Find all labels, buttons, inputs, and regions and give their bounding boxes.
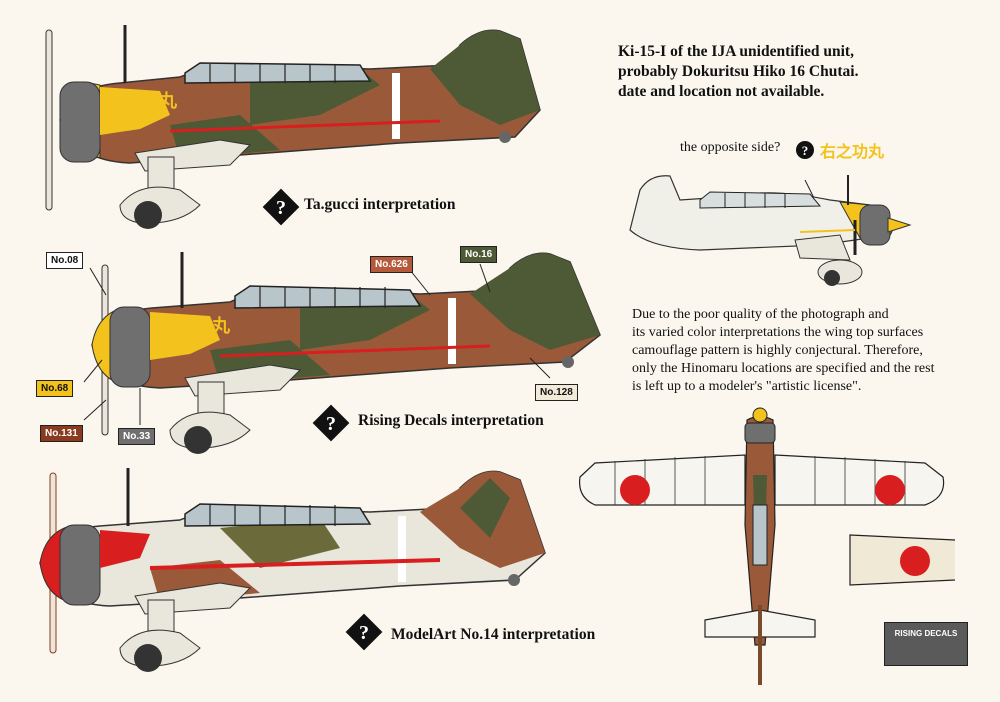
profile-tagucci: 右之功丸 (45, 25, 541, 229)
description-line: camouflage pattern is highly conjectural… (632, 343, 923, 358)
callout-no16: No.16 (460, 246, 498, 263)
callout-no08: No.08 (46, 252, 84, 269)
question-icon: ? (262, 188, 300, 226)
description-line: its varied color interpretations the win… (632, 325, 924, 340)
sheet-title: Ki-15-I of the IJA unidentified unit, pr… (618, 42, 858, 102)
logo-text: RISING DECALS (894, 629, 958, 638)
interpretation-label: Ta.gucci interpretation (304, 196, 456, 213)
callout-no68: No.68 (36, 380, 74, 397)
description: Due to the poor quality of the photograp… (632, 306, 982, 396)
question-icon: ? (312, 404, 350, 442)
svg-text:?: ? (326, 413, 336, 435)
title-line: probably Dokuritsu Hiko 16 Chutai. (618, 63, 859, 80)
callout-no33: No.33 (118, 428, 156, 445)
top-view (578, 407, 955, 685)
description-line: is left up to a modeler's "artistic lice… (632, 379, 862, 394)
opposite-side-label: the opposite side? (680, 140, 780, 156)
question-icon: ? (796, 141, 814, 159)
title-line: date and location not available. (618, 83, 825, 100)
kanji-marking: 右之功丸 (105, 90, 178, 111)
title-line: Ki-15-I of the IJA unidentified unit, (618, 43, 854, 60)
profile-opposite-side (629, 175, 912, 286)
callout-no626: No.626 (370, 256, 413, 273)
svg-text:?: ? (276, 197, 286, 219)
description-line: only the Hinomaru locations are specifie… (632, 361, 935, 376)
profile-rising-decals: 右之功丸 (83, 252, 601, 454)
callout-no131: No.131 (40, 425, 83, 442)
svg-text:?: ? (802, 143, 809, 158)
opposite-side-text: the opposite side? (680, 140, 781, 155)
svg-text:?: ? (359, 622, 369, 644)
rising-decals-logo: RISING DECALS (884, 622, 968, 666)
profile-modelart (39, 468, 546, 672)
description-line: Due to the poor quality of the photograp… (632, 307, 889, 322)
kanji-marking: 右之功丸 (158, 315, 231, 336)
interpretation-label: ModelArt No.14 interpretation (391, 626, 596, 643)
callout-no128: No.128 (535, 384, 578, 401)
interpretation-label: Rising Decals interpretation (358, 412, 544, 429)
question-icon: ? (345, 613, 383, 651)
kanji-marking: 右之功丸 (820, 144, 885, 161)
